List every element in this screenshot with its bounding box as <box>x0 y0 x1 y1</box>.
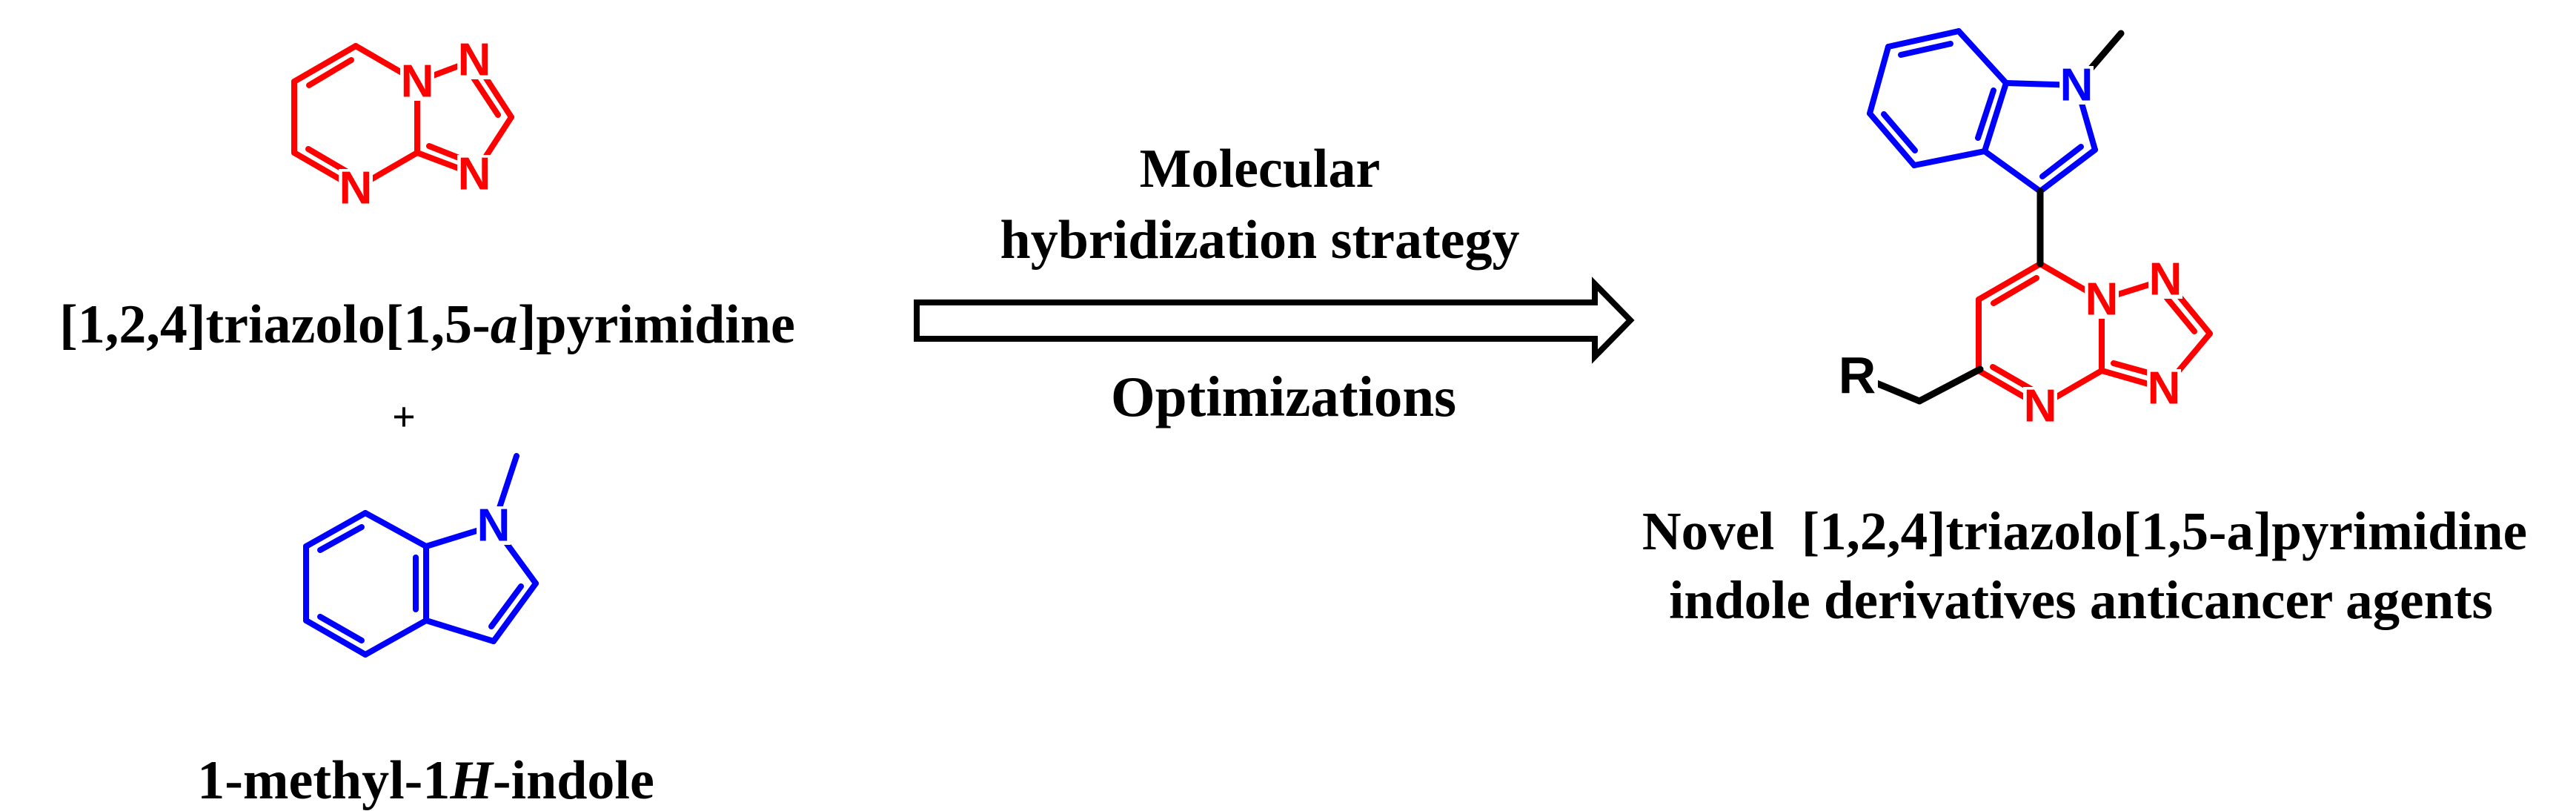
atom-label-mask <box>2148 260 2182 299</box>
label-text-italic: H <box>450 750 493 811</box>
atom-label-n-triazole-top: N <box>458 35 491 86</box>
indole-structure <box>303 453 539 658</box>
double-bond-inner <box>1898 41 1953 58</box>
bond <box>1867 44 1891 116</box>
double-bond-inner <box>2039 144 2084 179</box>
atom-label-n-pyrimidine: N <box>339 163 373 214</box>
bond <box>291 43 359 85</box>
label-text: 1-methyl-1 <box>197 750 451 811</box>
ch2-ring-bond <box>1916 365 1984 405</box>
bond <box>303 510 368 549</box>
bond <box>2037 147 2098 194</box>
atom-label-n-product-pyrimidine: N <box>2024 381 2057 432</box>
atom-label-n-product-triazole-top: N <box>2149 254 2182 305</box>
label-text: [1,2,4]triazolo[1,5- <box>59 294 491 355</box>
atom-label-n-product-indole: N <box>2060 60 2094 111</box>
bond <box>1956 28 2009 86</box>
bond <box>1867 110 1917 168</box>
label-text-italic: a <box>490 294 518 355</box>
double-bond-inner <box>1975 87 1996 141</box>
bond <box>303 618 368 658</box>
double-bond-inner <box>306 57 354 88</box>
product-indole-structure <box>1867 28 2098 194</box>
atom-label-mask <box>2023 387 2057 426</box>
atom-label-mask <box>457 155 491 193</box>
atom-label-n-triazole-bottom: N <box>458 149 491 200</box>
atom-label-mask <box>457 41 491 79</box>
plus-text: + <box>392 394 416 440</box>
bond <box>1982 148 2043 194</box>
arrow-top-label-line2: hybridization strategy <box>1000 210 1520 271</box>
reaction-arrow <box>914 277 1635 364</box>
label-text: -indole <box>492 750 654 811</box>
double-bond-inner <box>488 583 524 629</box>
atom-label-n-bridgehead: N <box>401 56 434 107</box>
atom-label-mask <box>2059 66 2094 105</box>
product-label-line1: Novel [1,2,4]triazolo[1,5-a]pyrimidine <box>1641 501 2528 561</box>
double-bond-inner <box>317 614 365 643</box>
atom-label-mask <box>477 506 511 545</box>
double-bond-inner <box>1881 111 1918 153</box>
bond <box>1976 261 2043 302</box>
atom-label-mask <box>339 169 373 208</box>
double-bond-inner <box>2160 291 2197 334</box>
plus-sign: + <box>392 397 416 438</box>
bond <box>1982 80 2009 154</box>
double-bond-inner <box>1991 275 2039 306</box>
reactant-indole-label: 1-methyl-1H-indole <box>170 698 654 808</box>
atom-label-mask <box>400 62 434 101</box>
atom-label-mask <box>2147 369 2181 408</box>
label-text: ]pyrimidine <box>517 294 795 355</box>
bond <box>362 618 429 658</box>
reaction-scheme: N N N N N N N N N N R <box>291 28 2213 658</box>
r-group-label: R <box>1839 346 1876 404</box>
double-bond-inner <box>317 524 365 553</box>
arrow-top-label-line1: Molecular <box>1139 139 1381 199</box>
bond <box>362 510 429 549</box>
bond <box>423 618 497 644</box>
atom-label-mask <box>2085 280 2119 319</box>
bond <box>1911 148 1988 168</box>
atom-label-n-indole: N <box>477 500 511 552</box>
triazolopyrimidine-structure <box>291 43 514 191</box>
arrow-bottom-label: Optimizations <box>1110 365 1457 428</box>
product-label-line2: indole derivatives anticancer agents <box>1669 570 2493 630</box>
bond <box>491 580 539 644</box>
atom-label-n-product-triazole-bottom: N <box>2148 363 2181 414</box>
reactant-triazolopyrimidine-label: [1,2,4]triazolo[1,5-a]pyrimidine <box>32 242 795 352</box>
double-bond-inner <box>469 73 501 118</box>
atom-label-n-product-bridgehead: N <box>2085 274 2119 325</box>
bond <box>1885 28 1962 50</box>
atom-labels: N N N N N N N N N N R <box>339 35 2182 552</box>
atom-label-mask <box>1836 351 1878 396</box>
